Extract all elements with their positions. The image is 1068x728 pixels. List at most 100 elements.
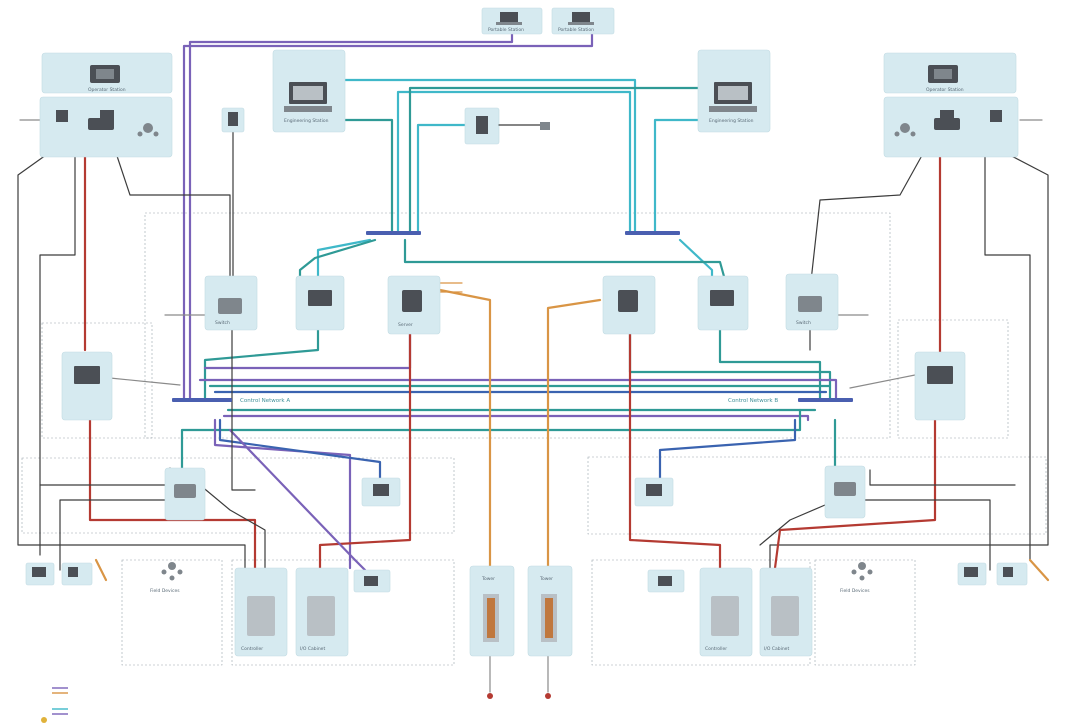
wire-right-inner2 [809,149,926,291]
right-field-devices[interactable]: Field Devices [840,562,873,594]
bottom-left-probe-icon [94,558,108,582]
wire-right-inner [984,149,1031,561]
wires [17,30,1049,693]
bus-top-right [625,231,680,235]
left-side-zone [41,322,153,439]
left-side-cabinet[interactable] [61,351,113,421]
wire-left-red-srv [318,328,412,570]
center-small-node[interactable] [464,107,550,145]
wire-left-low [39,467,171,486]
logo-icon [41,717,47,723]
wire-ws-left-3 [396,90,632,234]
wire-left-inner [39,144,76,556]
top-laptop-1[interactable]: Portable Station [481,7,543,35]
left-engineering-station[interactable]: Engineering Station [272,49,346,133]
center-tower-1[interactable]: Tower [469,565,515,657]
wire-left-outer [17,144,246,569]
wire-net-cross-1 [198,378,838,400]
top-laptop-2[interactable]: Portable Station [551,7,615,35]
left-panel-title: Operator Station [88,87,126,93]
center-tower-2-icon [545,598,553,638]
wire-ws-left-2 [343,118,394,234]
right-switch-label: Switch [796,320,811,326]
wire-bus2-right [678,238,714,282]
network-label-right: Control Network B [728,398,778,404]
right-cab-2-label: I/O Cabinet [764,646,789,652]
wire-net-cross-5 [222,414,810,422]
server-2[interactable]: Server [387,275,441,335]
center-tower-2[interactable]: Tower [527,565,573,657]
left-side-cabinet-icon [74,366,100,384]
wire-left-inner2 [114,149,231,281]
zones [21,212,1047,666]
left-cabinet-small[interactable] [353,569,391,593]
server-1-icon [308,290,332,306]
left-lower-small[interactable] [361,477,401,507]
legend [41,687,68,723]
right-operator-panel[interactable]: Operator Station [883,52,1019,158]
wire-srv4-net [718,328,822,400]
left-cabinet-2[interactable]: I/O Cabinet [295,567,349,657]
bus-bars [172,231,853,402]
left-field-zone [121,559,223,666]
left-cab-1-label: Controller [241,646,263,652]
right-panel-pc-icon [990,110,1002,122]
left-panel-desk-icon [88,118,114,130]
bus-net-right [798,398,853,402]
bottom-right-devices[interactable] [957,558,1050,586]
top-laptop-2-label: Portable Station [558,27,594,33]
bottom-right-probe-icon [1028,558,1050,582]
wire-right-red-srv [628,328,722,570]
wire-right-blue-down [658,418,797,482]
left-field-devices[interactable]: Field Devices [150,562,183,594]
right-field-zone [814,559,916,666]
right-side-cabinet-icon [927,366,953,384]
server-3[interactable] [602,275,656,335]
wire-orange-left [438,288,492,572]
wire-laptop2 [182,30,594,400]
wire-right-cab-link [849,374,916,389]
bus-net-left [172,398,232,402]
right-field-icon [858,562,866,570]
right-lower-small[interactable] [634,477,674,507]
left-switch-node[interactable]: Switch [204,275,258,331]
center-server-label: Server [398,322,413,328]
left-lower-zone [21,457,455,534]
wire-bus1-left2 [298,238,377,282]
right-side-cabinet[interactable] [914,351,966,421]
top-laptop-1-label: Portable Station [488,27,524,33]
network-label-left: Control Network A [240,398,290,404]
left-switch-icon [218,298,242,314]
left-cab-2-label: I/O Cabinet [300,646,325,652]
right-field-label: Field Devices [840,588,870,594]
left-lower-switch-icon [174,484,196,498]
left-cab-zone [231,559,455,666]
server-1[interactable] [295,275,345,331]
right-cabinet-1[interactable]: Controller [699,567,753,657]
bottom-left-devices[interactable] [25,558,108,586]
right-engineering-station[interactable]: Engineering Station [697,49,771,133]
wire-right-low [869,469,1016,486]
right-ews-label: Engineering Station [709,118,754,124]
right-lower-switch[interactable] [824,465,866,519]
right-switch-node[interactable]: Switch [785,273,839,331]
left-operator-panel[interactable]: Operator Station [39,52,173,158]
right-cabinet-2[interactable]: I/O Cabinet [759,567,813,657]
right-cabinet-small[interactable] [647,569,685,593]
left-cabinet-1[interactable]: Controller [234,567,288,657]
left-small-device[interactable] [221,107,245,133]
left-lower-switch[interactable] [164,467,206,521]
wire-left-low2 [59,499,166,571]
server-4[interactable] [697,275,749,331]
wire-bus1-left [316,238,372,282]
left-cabinet-2-icon [307,596,335,636]
left-panel-net-icon [143,123,153,133]
server-3-icon [618,290,638,312]
center-tower-2-label: Tower [539,576,553,582]
wire-left-low3 [199,484,266,569]
right-panel-title: Operator Station [926,87,964,93]
wire-right-low3 [759,504,826,546]
wire-left-blue-down [218,418,382,482]
wire-center-small [416,123,467,234]
